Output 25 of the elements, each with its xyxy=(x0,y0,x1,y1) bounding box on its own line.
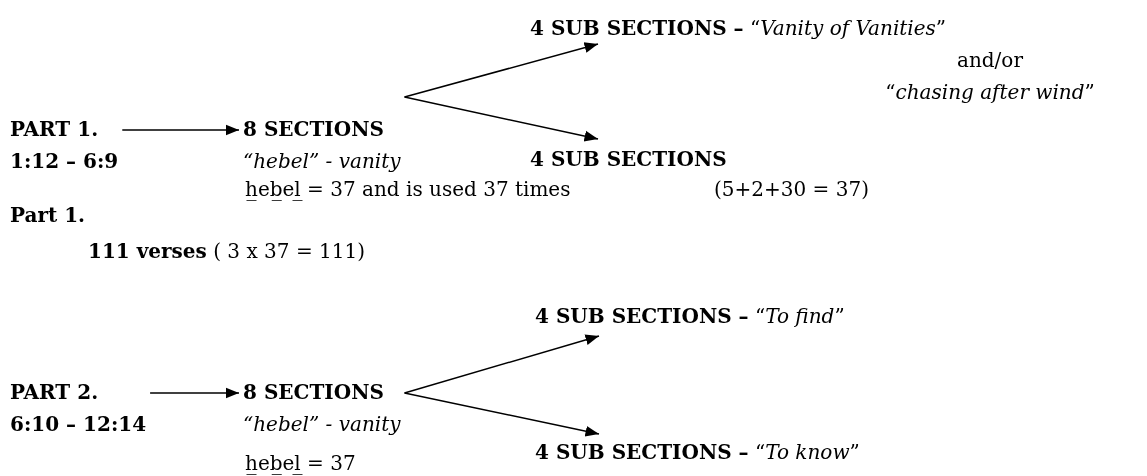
node-subtext: 6:10 – 12:14 xyxy=(10,411,147,438)
sections-heading: 8 SECTIONS xyxy=(243,116,385,143)
node-subtext: “hebel” - vanity xyxy=(243,411,401,438)
arrow xyxy=(403,392,600,437)
equation-note: (5+2+30 = 37) xyxy=(714,176,869,203)
node-subtext: “chasing after wind” xyxy=(884,79,1096,106)
section-note: Part 1. xyxy=(10,202,86,229)
arrow xyxy=(121,124,240,136)
part-heading: PART 2. xyxy=(10,379,100,406)
subsections-heading: 4 SUB SECTIONS – “To find” xyxy=(535,303,845,330)
arrow xyxy=(403,96,599,142)
subsections-heading: 4 SUB SECTIONS – “To know” xyxy=(535,439,860,466)
arrow xyxy=(403,334,600,394)
verse-count-note: 111 verses ( 3 x 37 = 111) xyxy=(88,238,365,265)
part-heading: PART 1. xyxy=(10,116,100,143)
subsections-heading: 4 SUB SECTIONS – “Vanity of Vanities” xyxy=(530,15,948,42)
sections-heading: 8 SECTIONS xyxy=(243,379,385,406)
node-subtext: “hebel” - vanity xyxy=(243,148,401,175)
arrow xyxy=(149,387,240,399)
equation-note: h̲eb̲el̲ = 37 and is used 37 times xyxy=(245,176,571,203)
equation-note: h̲eb̲el̲ = 37 xyxy=(245,450,356,476)
node-subtext: 1:12 – 6:9 xyxy=(10,148,119,175)
node-subtext: and/or xyxy=(956,47,1024,74)
arrow xyxy=(403,42,599,98)
subsections-heading: 4 SUB SECTIONS xyxy=(530,146,727,173)
